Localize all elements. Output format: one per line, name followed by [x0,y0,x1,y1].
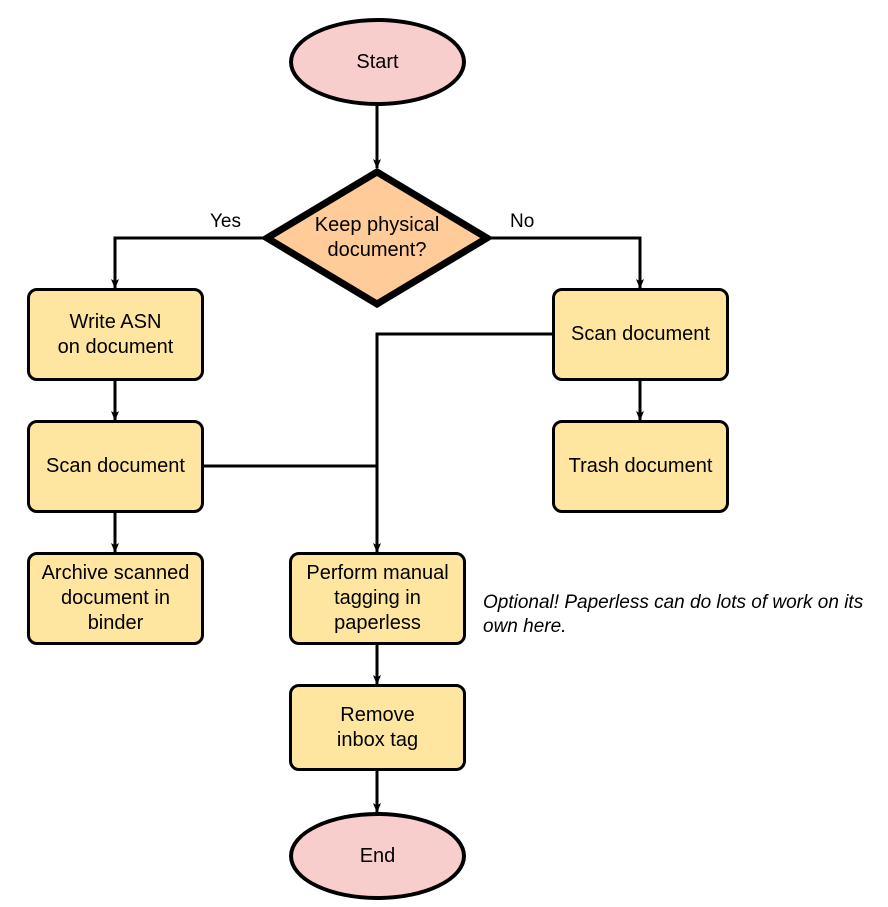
node-start[interactable]: Start [289,18,466,106]
node-perform-manual-tagging[interactable]: Perform manual tagging in paperless [289,552,466,645]
node-archive-label: Archive scanned document in binder [41,562,190,634]
node-trash-document[interactable]: Trash document [552,420,729,513]
node-trash-document-label: Trash document [568,455,713,477]
diamond-shape [263,168,491,308]
node-scan-document-right[interactable]: Scan document [552,288,729,381]
node-scan-document-left[interactable]: Scan document [27,420,204,513]
node-decision-label: Keep physical document? [314,214,440,261]
node-archive-scanned-document[interactable]: Archive scanned document in binder [27,552,204,645]
annotation-optional-note: Optional! Paperless can do lots of work … [483,592,864,637]
node-write-asn-on-document[interactable]: Write ASN on document [27,288,204,381]
node-end[interactable]: End [289,812,466,900]
node-keep-physical-document-decision[interactable]: Keep physical document? [263,168,491,308]
edge-scan-right-to-manual-tag [373,332,552,553]
edge-label-yes: Yes [210,211,241,232]
edge-decision-no-to-scan-right [489,236,644,289]
node-scan-document-right-label: Scan document [571,323,710,345]
node-manual-tagging-label: Perform manual tagging in paperless [306,562,449,634]
node-remove-inbox-tag[interactable]: Remove inbox tag [289,684,466,771]
node-end-label: End [359,844,396,867]
node-write-asn-label: Write ASN on document [57,310,174,358]
edge-decision-yes-to-write-asn [111,236,265,289]
edge-label-no: No [510,211,535,232]
node-scan-document-left-label: Scan document [46,455,185,477]
node-start-label: Start [356,50,399,73]
node-remove-inbox-tag-label: Remove inbox tag [336,703,419,751]
